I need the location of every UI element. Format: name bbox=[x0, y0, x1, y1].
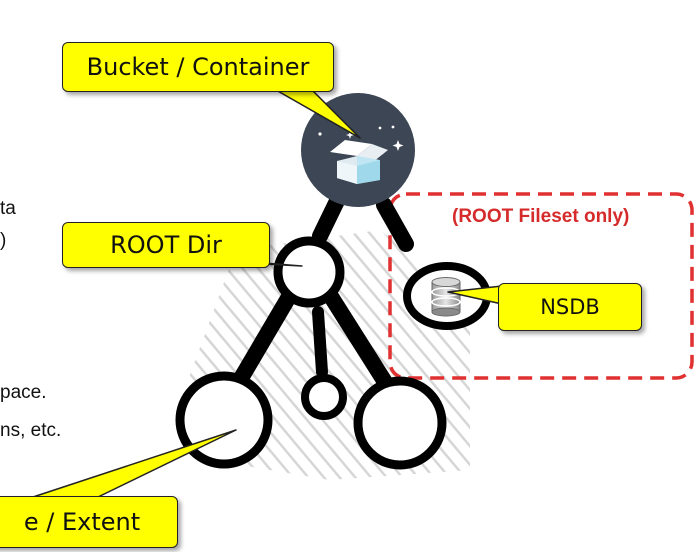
nsdb-callout: NSDB bbox=[498, 283, 642, 331]
root-dir-node bbox=[273, 236, 345, 308]
right-child-node bbox=[353, 376, 447, 470]
bg-text-pace: pace. bbox=[0, 382, 47, 403]
file-extent-callout: e / Extent bbox=[0, 496, 178, 548]
root-dir-callout: ROOT Dir bbox=[62, 222, 270, 268]
bucket-container-callout: Bucket / Container bbox=[62, 42, 334, 92]
database-icon bbox=[431, 277, 461, 317]
root-fileset-region bbox=[388, 192, 694, 380]
bg-text-ta: ta bbox=[0, 198, 16, 219]
root-fileset-only-label: (ROOT Fileset only) bbox=[452, 206, 630, 227]
root-to-right-link bbox=[322, 287, 393, 390]
bucket-to-root-link bbox=[312, 193, 345, 244]
root-to-center-link bbox=[312, 306, 328, 378]
center-child-node bbox=[301, 374, 347, 420]
bg-text-ns-etc: ns, etc. bbox=[0, 420, 62, 441]
bucket-to-nsdb-link bbox=[376, 197, 414, 252]
root-to-left-link bbox=[232, 287, 298, 388]
dropbox-box-icon bbox=[301, 93, 415, 207]
bg-text-paren: ) bbox=[0, 230, 7, 251]
